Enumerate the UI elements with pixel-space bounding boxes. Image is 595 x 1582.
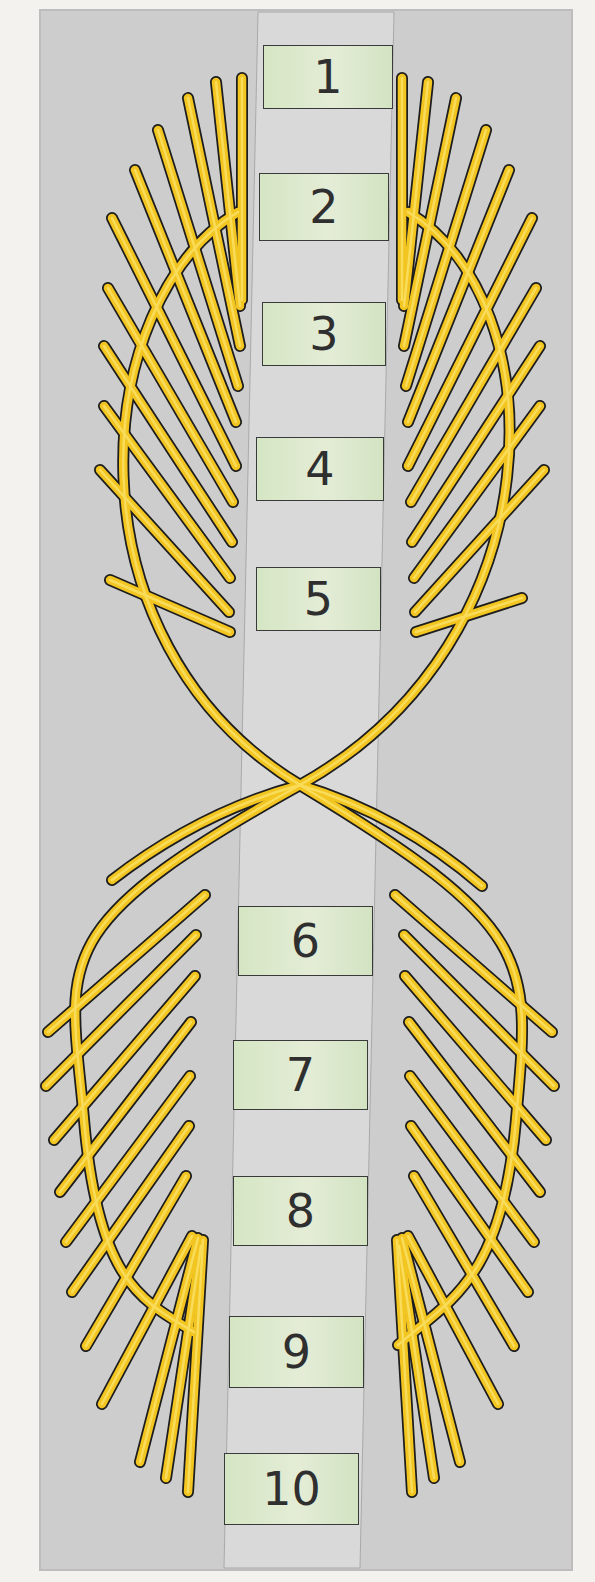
numbered-box: 2: [259, 173, 389, 241]
paper-edge: [40, 10, 572, 1570]
fibre-fill: [46, 78, 554, 1492]
numbered-box: 1: [263, 45, 393, 109]
box-number: 6: [291, 918, 320, 964]
fibre-outline: [46, 78, 554, 1492]
box-number: 4: [305, 446, 334, 492]
box-number: 8: [286, 1188, 315, 1234]
box-number: 5: [304, 576, 333, 622]
box-number: 2: [309, 184, 338, 230]
numbered-box: 5: [256, 567, 381, 631]
paper-ground: [40, 10, 572, 1570]
numbered-box: 10: [224, 1453, 359, 1525]
box-number: 10: [262, 1466, 321, 1512]
fibre-highlight: [46, 78, 554, 1492]
numbered-box: 9: [229, 1316, 364, 1388]
numbered-box: 6: [238, 906, 373, 976]
numbered-box: 8: [233, 1176, 368, 1246]
box-number: 3: [309, 311, 338, 357]
numbered-box: 3: [262, 302, 386, 366]
box-number: 7: [286, 1052, 315, 1098]
numbered-box: 7: [233, 1040, 368, 1110]
numbered-box: 4: [256, 437, 384, 501]
box-number: 1: [313, 54, 342, 100]
box-number: 9: [282, 1329, 311, 1375]
